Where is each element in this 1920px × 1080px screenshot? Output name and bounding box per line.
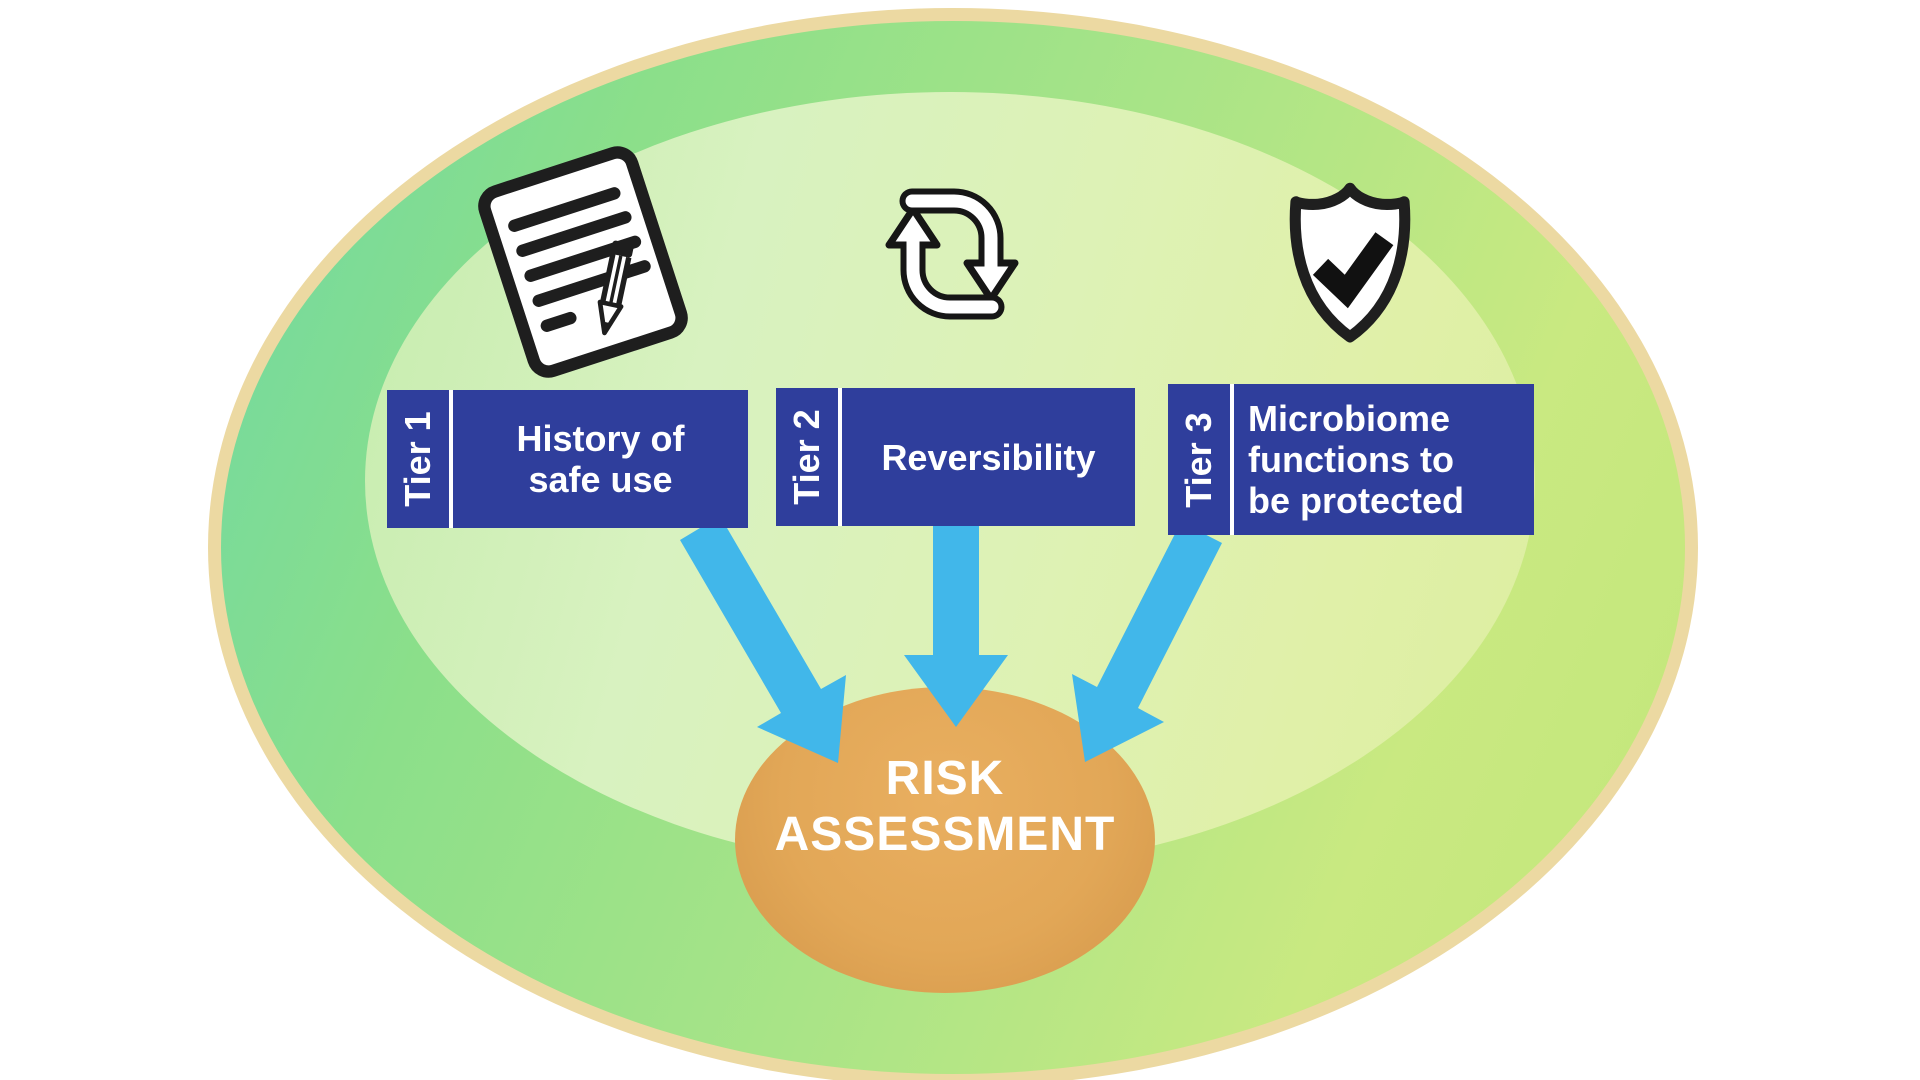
tier1-title-line2: safe use: [528, 459, 673, 500]
tier3-arrow: [1072, 522, 1222, 762]
tier3-label: Tier 3: [1178, 411, 1219, 508]
tier2-box: Tier 2 Reversibility: [776, 388, 1135, 526]
tier3-title-line1: Microbiome: [1248, 398, 1451, 439]
tier2-label: Tier 2: [786, 409, 827, 505]
tier2-title: Reversibility: [842, 388, 1135, 526]
tier1-title: History of safe use: [453, 390, 748, 528]
risk-label-line1: RISK: [885, 752, 1005, 805]
tier2-title-line1: Reversibility: [881, 436, 1096, 478]
tier3-title-line2: functions to: [1248, 439, 1454, 480]
risk-label-line2: ASSESSMENT: [774, 808, 1116, 861]
cycle-arrows-icon: [885, 188, 1019, 320]
tier3-box: Tier 3 Microbiome functions to be protec…: [1168, 384, 1534, 535]
tier1-title-line1: History of: [516, 418, 685, 459]
tier2-label-column: Tier 2: [776, 388, 842, 526]
shield-check-icon: [1289, 182, 1411, 343]
tier1-arrow: [680, 516, 846, 763]
tier3-title-line3: be protected: [1248, 480, 1465, 521]
tier1-label-column: Tier 1: [387, 390, 453, 528]
document-pencil-icon: [478, 146, 688, 378]
tier2-arrow: [904, 526, 1008, 727]
tier1-box: Tier 1 History of safe use: [387, 390, 748, 528]
tier1-label: Tier 1: [397, 411, 438, 507]
tier3-label-column: Tier 3: [1168, 384, 1234, 535]
tier3-title: Microbiome functions to be protected: [1234, 384, 1534, 535]
risk-assessment-label: RISK ASSESSMENT: [735, 751, 1155, 863]
